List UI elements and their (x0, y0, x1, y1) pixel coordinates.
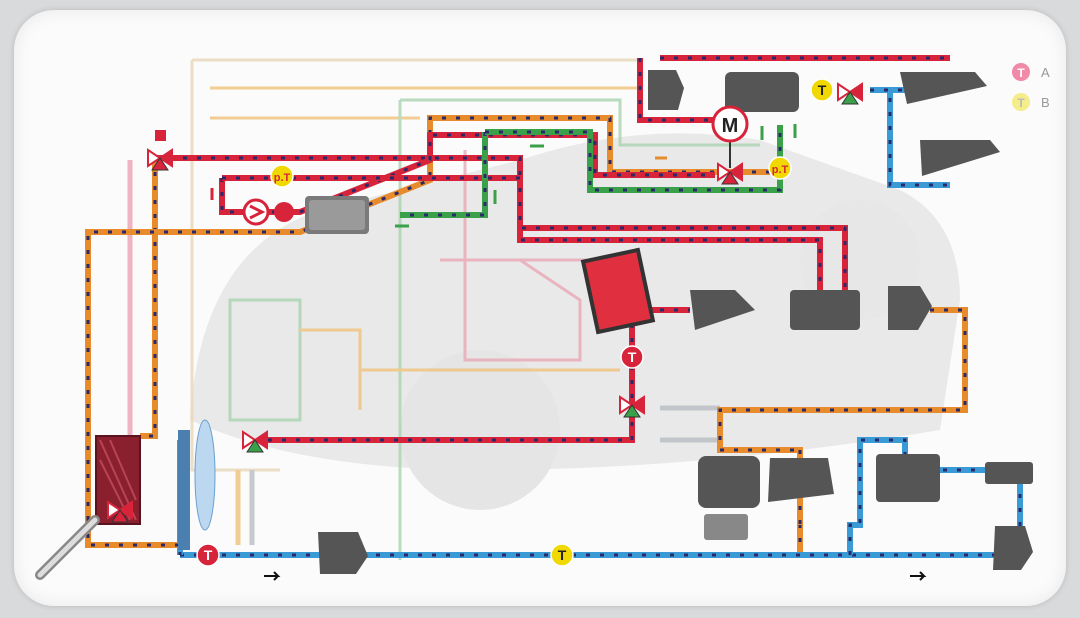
legend-b-text: B (1041, 95, 1050, 110)
valves (107, 82, 863, 523)
legend-b-symbol: T (1017, 96, 1025, 110)
valve-3 (242, 430, 268, 453)
faded-pipes (127, 58, 760, 560)
pipe-dash-5 (222, 176, 847, 310)
sensor-label: p.T (274, 172, 291, 184)
pipe-hot-4 (219, 132, 715, 215)
valve-cap (155, 130, 166, 141)
electric-pumps (318, 70, 1033, 574)
pipe-green-7 (400, 132, 488, 218)
sensor-4: T (196, 543, 220, 567)
pipe-dash-1 (155, 156, 822, 310)
sensor-2: T (810, 78, 834, 102)
sensor-label: T (628, 349, 637, 365)
fan (178, 419, 216, 550)
flow-arrows (210, 124, 927, 581)
valve-5 (107, 500, 133, 523)
valve-0 (147, 148, 173, 171)
legend-a-text: A (1041, 65, 1050, 80)
coolant-pump-symbol (242, 198, 294, 226)
pipe-dash-13 (718, 308, 967, 555)
car-silhouette (190, 133, 960, 510)
legend-a-symbol: T (1017, 66, 1025, 80)
valve-1 (837, 82, 863, 105)
pipe-dash-3 (86, 116, 770, 520)
legend: T A T B (1012, 63, 1050, 111)
sensor-label: T (818, 82, 827, 98)
pipe-hot-6 (637, 58, 725, 123)
sensor-1: p.T (768, 156, 792, 180)
motor-label: M (722, 115, 739, 137)
heater-core (580, 247, 656, 335)
sensors: p.T p.T T T T T (196, 78, 834, 567)
pipe-dash-18 (86, 520, 180, 547)
reservoir (305, 196, 369, 234)
valve-2 (717, 162, 743, 185)
legend-item-a: T A (1012, 63, 1050, 81)
pipe-dash-8 (485, 125, 782, 192)
sensor-label: p.T (772, 164, 789, 176)
sensor-label: T (558, 547, 567, 563)
sensor-5: T (550, 543, 574, 567)
legend-item-b: T B (1012, 93, 1050, 111)
motor-symbol: M (711, 105, 749, 168)
sensor-label: T (204, 547, 213, 563)
sensor-3: T (620, 345, 644, 369)
hose-connector (35, 515, 100, 580)
valve-4 (619, 395, 645, 418)
sensor-0: p.T (270, 164, 294, 188)
pipe-warm-2 (140, 158, 158, 439)
